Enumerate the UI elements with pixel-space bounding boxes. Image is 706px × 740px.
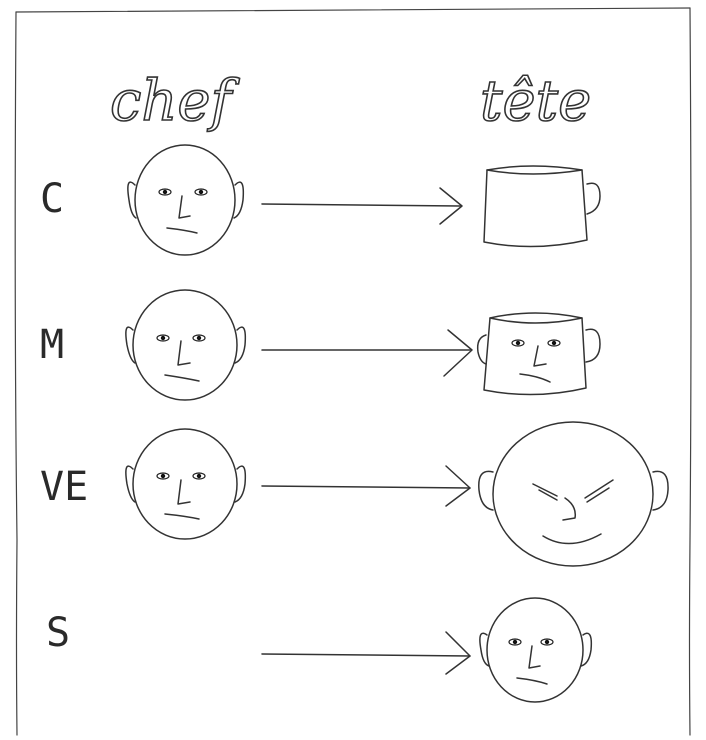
arrow <box>261 187 463 225</box>
arrow <box>261 329 473 377</box>
row-s: S <box>46 597 593 703</box>
row-c: C <box>40 144 601 256</box>
frame-right <box>688 7 692 736</box>
head-icon <box>127 144 245 256</box>
head-icon <box>125 428 247 540</box>
row-m: M <box>40 289 601 401</box>
pot-icon <box>483 165 601 248</box>
frame-top <box>15 7 691 13</box>
row-label-ve: VE <box>40 464 88 510</box>
arrow <box>261 631 471 675</box>
header-chef: chef <box>110 69 241 134</box>
frame-left <box>14 11 18 736</box>
head-icon <box>479 597 593 703</box>
header-tete: tête <box>480 69 591 134</box>
row-label-s: S <box>46 610 70 656</box>
row-label-c: C <box>40 176 64 222</box>
row-ve: VE <box>40 421 669 567</box>
head-icon <box>125 289 247 401</box>
arrow <box>261 465 471 507</box>
big-head-icon <box>478 421 669 567</box>
pot-head-icon <box>476 312 601 396</box>
row-label-m: M <box>40 322 64 368</box>
frame <box>14 7 692 736</box>
